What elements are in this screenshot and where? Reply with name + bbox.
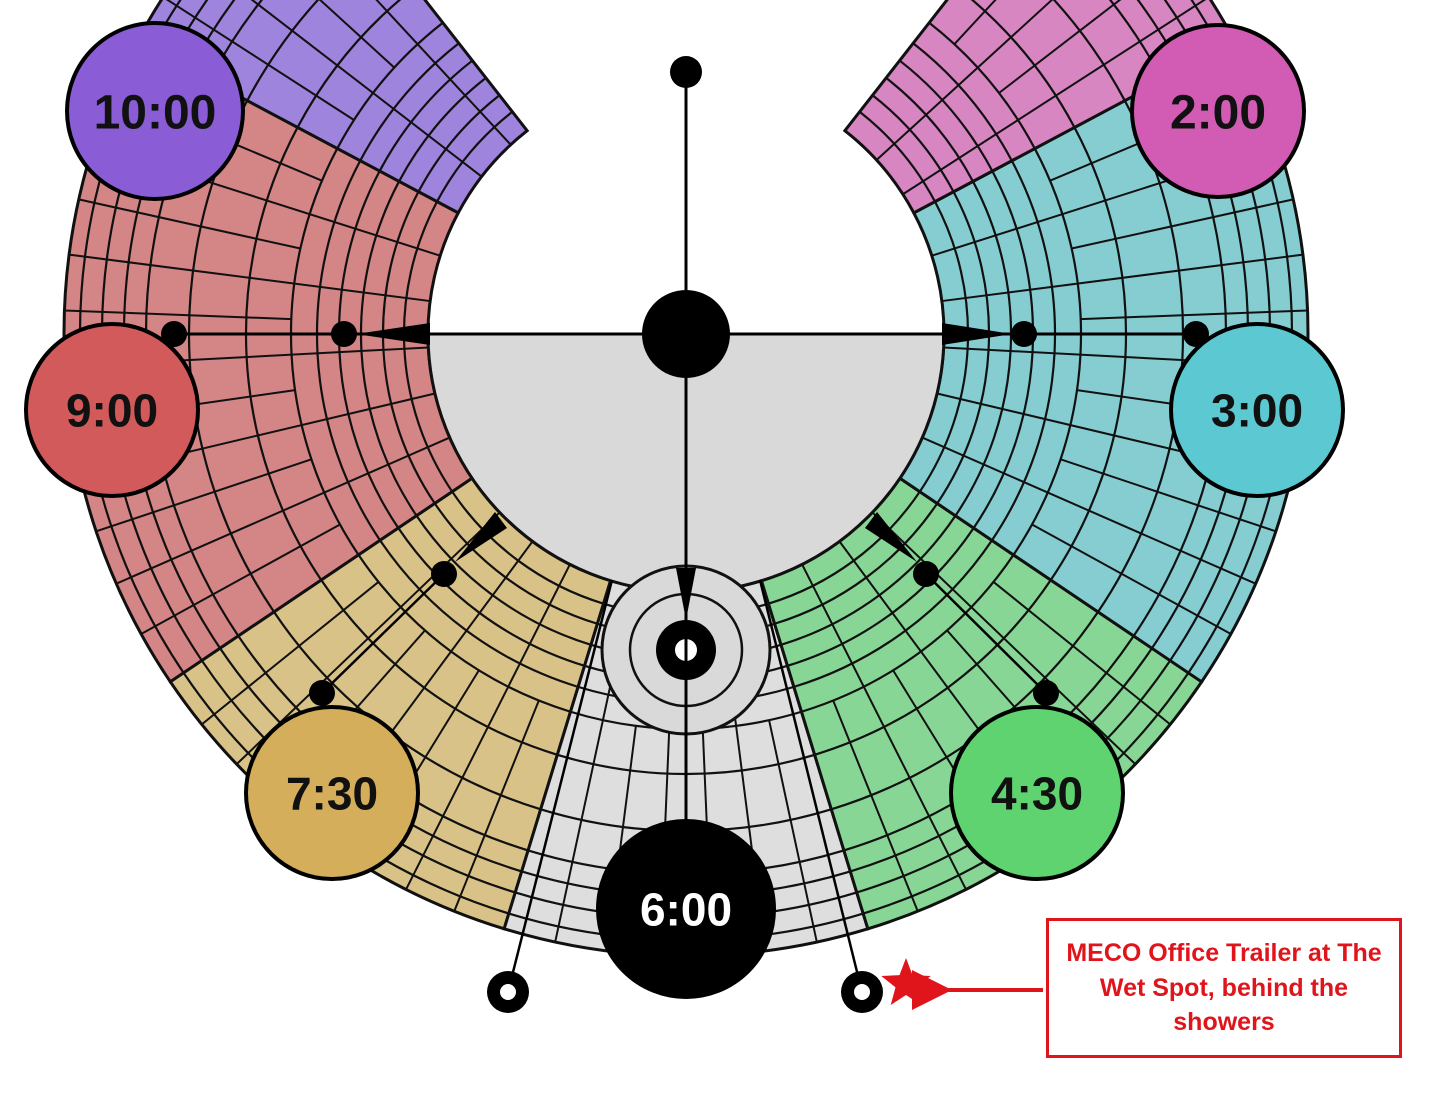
- avenue-line: [758, 579, 864, 993]
- ring-street: [417, 94, 501, 193]
- block-line: [953, 0, 997, 45]
- block-line: [902, 0, 1207, 196]
- plaza-dot: [161, 321, 187, 347]
- block-line: [921, 436, 1257, 585]
- clock-label-text: 2:00: [1170, 86, 1266, 139]
- block-line: [875, 0, 1054, 161]
- ring-street: [436, 110, 514, 203]
- ring-street: [359, 42, 460, 162]
- clock-label-6-00[interactable]: 6:00: [596, 819, 776, 999]
- clock-labels: 10:00 9:00 7:30 6:00 4:30 3:00 2:00: [24, 21, 1345, 999]
- avenue-line: [321, 573, 445, 694]
- clock-label-text: 4:30: [991, 768, 1083, 820]
- block-line: [1071, 198, 1294, 250]
- block-line: [801, 563, 967, 890]
- clock-label-circle: [244, 705, 420, 881]
- plaza-dot: [331, 321, 357, 347]
- block-line: [453, 700, 540, 912]
- block-line: [115, 436, 451, 585]
- ring-street: [457, 129, 528, 214]
- clock-label-7-30[interactable]: 7:30: [244, 705, 420, 881]
- block-line: [832, 700, 919, 912]
- block-line: [140, 523, 341, 635]
- clock-label-2-00[interactable]: 2:00: [1130, 23, 1306, 199]
- wedge-pointer: [676, 568, 696, 620]
- wedge-pointer: [865, 512, 917, 562]
- ring-street: [844, 129, 915, 214]
- meco-callout-text: MECO Office Trailer at The Wet Spot, beh…: [1066, 939, 1382, 1037]
- the-man-icon: [642, 290, 730, 378]
- block-line: [1080, 309, 1308, 321]
- block-line: [1031, 523, 1232, 635]
- block-line: [375, 0, 512, 146]
- ring-street: [1052, 0, 1126, 102]
- ring-street: [871, 94, 955, 193]
- ring-street: [970, 0, 1076, 128]
- wedge-pointer: [356, 323, 430, 345]
- wedge-pointer: [942, 323, 1012, 345]
- ring-street: [885, 77, 974, 182]
- clock-label-4-30[interactable]: 4:30: [949, 705, 1125, 881]
- block-line: [318, 0, 395, 69]
- meco-marker: [881, 958, 1043, 1010]
- block-line: [68, 253, 431, 303]
- block-line: [941, 253, 1304, 303]
- clock-label-text: 6:00: [640, 884, 732, 936]
- meco-callout-box: MECO Office Trailer at The Wet Spot, beh…: [1046, 918, 1402, 1058]
- wedge-pointer: [455, 512, 507, 562]
- clock-label-text: 10:00: [94, 86, 217, 139]
- clock-label-9-00[interactable]: 9:00: [24, 322, 200, 498]
- block-line: [95, 458, 312, 533]
- clock-label-circle: [24, 322, 200, 498]
- clock-label-circle: [1169, 322, 1345, 498]
- radial-streets: [161, 56, 1209, 1013]
- clock-label-circle: [1130, 23, 1306, 199]
- city-sectors: [62, 0, 1310, 958]
- block-line: [250, 0, 483, 178]
- block-line: [998, 0, 1122, 94]
- clock-label-text: 3:00: [1211, 385, 1303, 437]
- block-line: [201, 581, 380, 726]
- ring-street: [398, 77, 487, 182]
- plaza-dot: [1011, 321, 1037, 347]
- ring-street: [378, 59, 474, 172]
- access-point-dot: [500, 984, 516, 1000]
- avenue-line: [506, 579, 614, 993]
- ring-street: [858, 110, 936, 203]
- plaza-dot: [1183, 321, 1209, 347]
- block-line: [992, 581, 1171, 726]
- temple-dot: [670, 56, 702, 88]
- access-point-dot: [854, 984, 870, 1000]
- block-line: [165, 0, 355, 121]
- clock-label-circle: [949, 705, 1125, 881]
- clock-label-circle: [596, 819, 776, 999]
- clock-label-3-00[interactable]: 3:00: [1169, 322, 1345, 498]
- block-line: [405, 563, 571, 890]
- clock-label-circle: [65, 21, 245, 201]
- avenue-line: [925, 573, 1047, 694]
- star-icon[interactable]: [881, 958, 931, 1005]
- block-line: [871, 511, 1137, 765]
- block-line: [768, 719, 818, 943]
- ring-street: [928, 21, 1036, 150]
- clock-label-text: 7:30: [286, 768, 378, 820]
- clock-label-10-00[interactable]: 10:00: [65, 21, 245, 201]
- block-line: [1060, 458, 1277, 533]
- block-line: [78, 198, 301, 250]
- ring-street: [912, 42, 1013, 162]
- ring-street: [898, 59, 994, 172]
- ring-street: [336, 21, 444, 150]
- ring-street: [135, 0, 163, 43]
- ring-street: [1209, 0, 1237, 43]
- block-line: [64, 309, 292, 321]
- ring-street: [296, 0, 402, 128]
- clock-label-text: 9:00: [66, 385, 158, 437]
- ring-street: [246, 0, 320, 102]
